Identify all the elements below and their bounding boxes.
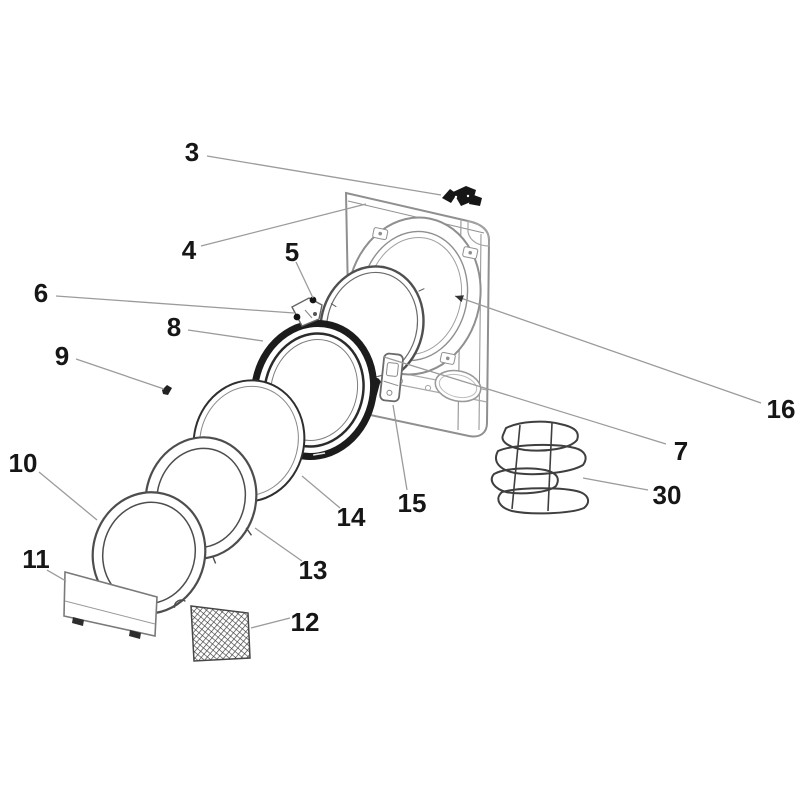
leader-arrow-16: [455, 295, 464, 303]
leader-line-15: [392, 404, 408, 491]
ring-bolt-dot: [468, 250, 473, 255]
lint-filter-mesh: [190, 605, 251, 662]
panel-corner-cap: [467, 220, 490, 247]
leader-line-5: [295, 261, 314, 299]
leader-line-8: [187, 329, 264, 342]
part-label-11: 11: [22, 544, 50, 574]
part-label-10: 10: [9, 448, 38, 478]
screw-5: [309, 296, 317, 304]
leader-lines: [38, 155, 762, 629]
trim-foot: [129, 630, 141, 639]
part-labels: 3 4 5 6 7 8 9 10 11 12 13 14 15 16 30: [9, 137, 796, 637]
leader-line-11: [46, 569, 67, 582]
door-trim-panel: [63, 570, 158, 639]
leader-line-4: [200, 203, 367, 247]
panel-hinge-bracket: [379, 352, 404, 403]
part-label-13: 13: [299, 555, 328, 585]
part-label-4: 4: [182, 235, 197, 265]
trim-foot: [72, 617, 84, 626]
frame-notch: [245, 527, 253, 536]
part-label-12: 12: [291, 607, 320, 637]
bracket-wire: [511, 424, 521, 510]
leader-line-30: [582, 477, 649, 491]
leader-line-14: [301, 475, 341, 509]
door-band-highlight: [313, 452, 326, 456]
part-label-6: 6: [34, 278, 48, 308]
leader-line-16: [454, 295, 762, 404]
panel-rail-hole: [424, 384, 432, 392]
leader-line-7: [383, 356, 667, 445]
door-hinge-support: [291, 296, 323, 327]
part-label-8: 8: [167, 312, 181, 342]
frame-notch: [211, 555, 217, 564]
bracket-wire: [547, 422, 553, 512]
frame-hinge-notch: [173, 599, 186, 608]
part-label-16: 16: [767, 394, 796, 424]
part-label-5: 5: [285, 237, 299, 267]
hinge-highlight: [466, 194, 470, 198]
part-label-9: 9: [55, 341, 69, 371]
leader-line-13: [254, 527, 303, 562]
part-label-14: 14: [337, 502, 366, 532]
leader-line-6: [55, 295, 295, 314]
hinge-highlight: [454, 195, 458, 199]
top-hinge: [442, 186, 482, 206]
leader-line-10: [38, 471, 98, 521]
leader-line-9: [75, 358, 165, 390]
seal-segment-tick: [418, 288, 425, 292]
part-label-7: 7: [674, 436, 688, 466]
leader-line-12: [250, 617, 291, 629]
panel-vent-oval: [434, 369, 482, 403]
seal-segment-tick: [330, 303, 337, 308]
duct-bracket: [490, 420, 590, 515]
ring-bolt-dot: [445, 356, 450, 361]
leader-line-3: [206, 155, 442, 196]
ring-bolt-dot: [378, 231, 383, 236]
screw-9: [162, 385, 172, 395]
part-label-15: 15: [398, 488, 427, 518]
part-label-30: 30: [653, 480, 682, 510]
part-label-3: 3: [185, 137, 199, 167]
screw-6: [293, 313, 301, 321]
panel-right-edge-inner-line: [478, 233, 482, 431]
door-outer-frame-ring: [91, 491, 207, 615]
